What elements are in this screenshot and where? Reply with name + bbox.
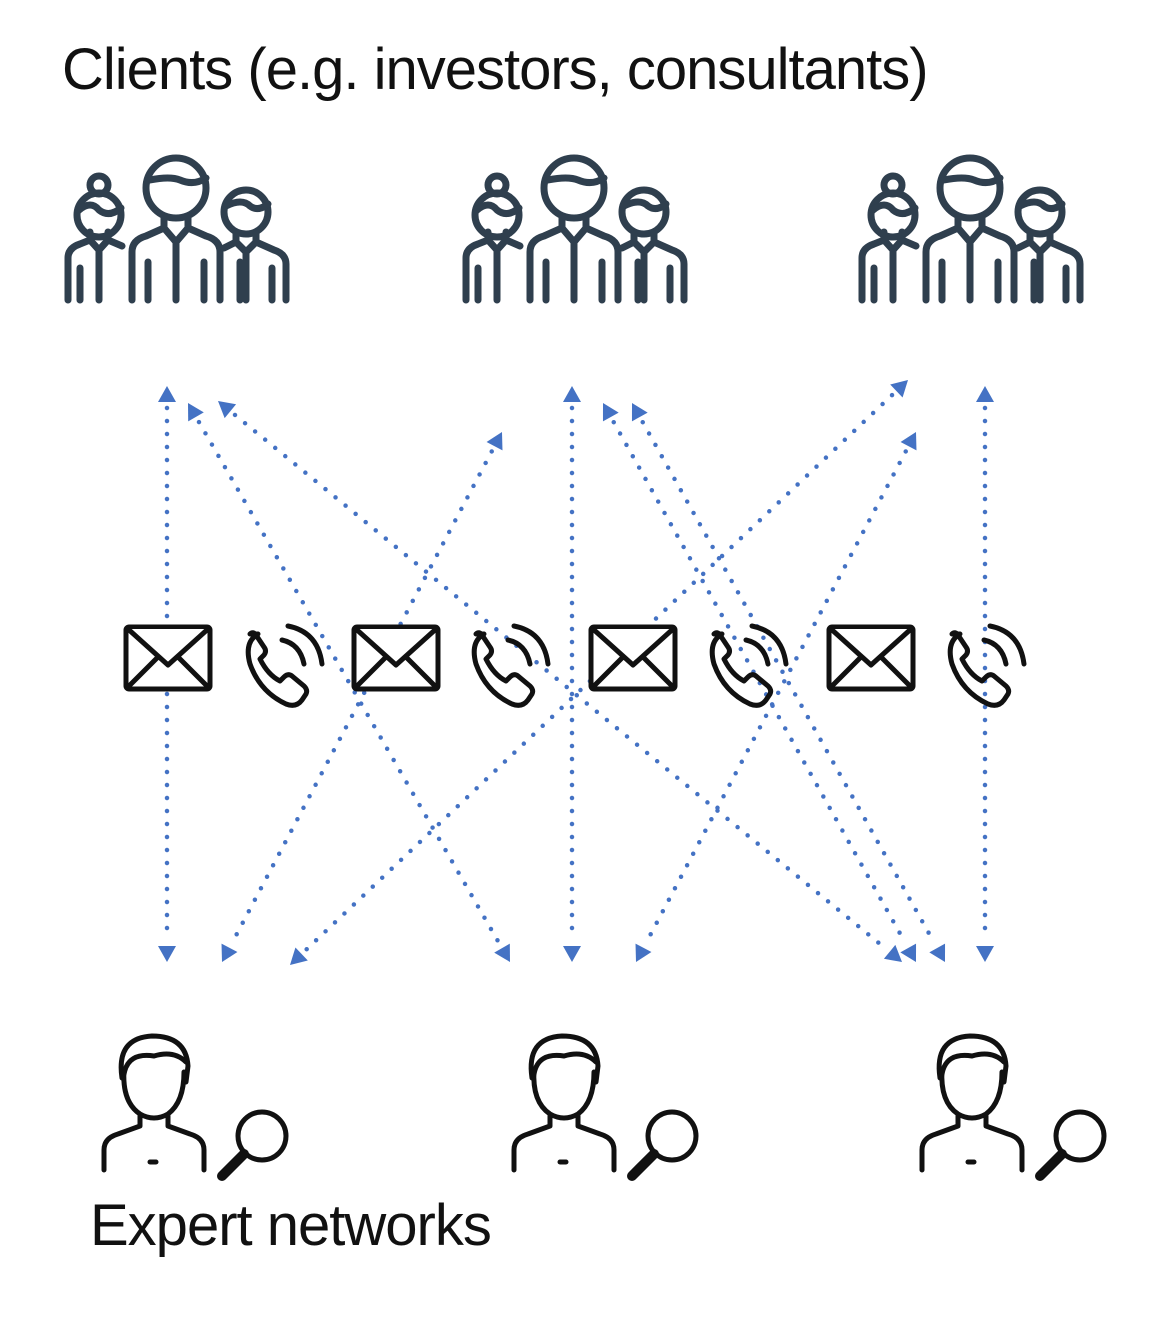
arrowhead xyxy=(631,403,648,422)
client-group-3 xyxy=(862,158,1080,300)
client-group-2 xyxy=(466,158,684,300)
arrowhead xyxy=(976,386,994,402)
dotted-connector xyxy=(611,419,908,946)
expert-network-1 xyxy=(104,1036,286,1176)
arrowhead xyxy=(218,401,237,419)
arrowhead xyxy=(602,403,619,422)
dotted-connector xyxy=(640,419,937,946)
arrowhead xyxy=(563,946,581,962)
expert-networks-label: Expert networks xyxy=(90,1193,492,1258)
arrowhead xyxy=(890,380,908,398)
dotted-connector xyxy=(644,449,908,945)
arrowhead xyxy=(929,943,946,962)
dotted-connector xyxy=(196,419,502,946)
arrowhead xyxy=(486,432,503,451)
expert-network-2 xyxy=(514,1036,696,1176)
expert-search-icon xyxy=(922,1036,1104,1176)
arrowhead xyxy=(900,432,917,451)
arrowhead xyxy=(188,403,204,422)
arrowhead xyxy=(976,946,994,962)
phone-icon xyxy=(248,626,322,705)
people-group-icon xyxy=(466,158,684,300)
channel-row xyxy=(126,626,1024,705)
phone-icon xyxy=(712,626,786,705)
envelope-icon xyxy=(126,627,210,689)
expert-search-icon xyxy=(104,1036,286,1176)
arrowhead xyxy=(563,386,581,402)
connectors xyxy=(158,380,994,965)
phone-icon xyxy=(474,626,548,705)
envelope-icon xyxy=(591,627,675,689)
envelope-icon xyxy=(829,627,913,689)
arrowhead xyxy=(635,943,652,962)
people-group-icon xyxy=(862,158,1080,300)
people-group-icon xyxy=(68,158,286,300)
arrowhead xyxy=(883,944,902,962)
arrowhead xyxy=(290,947,308,965)
clients-title: Clients (e.g. investors, consultants) xyxy=(62,37,929,102)
arrowhead xyxy=(900,943,917,962)
client-group-1 xyxy=(68,158,286,300)
dotted-connector xyxy=(230,449,494,945)
arrowhead xyxy=(158,946,176,962)
arrowhead xyxy=(221,943,238,962)
arrowhead xyxy=(494,943,510,962)
envelope-icon xyxy=(354,627,438,689)
arrowhead xyxy=(158,386,176,402)
expert-network-3 xyxy=(922,1036,1104,1176)
dotted-connector xyxy=(232,412,888,951)
expert-search-icon xyxy=(514,1036,696,1176)
